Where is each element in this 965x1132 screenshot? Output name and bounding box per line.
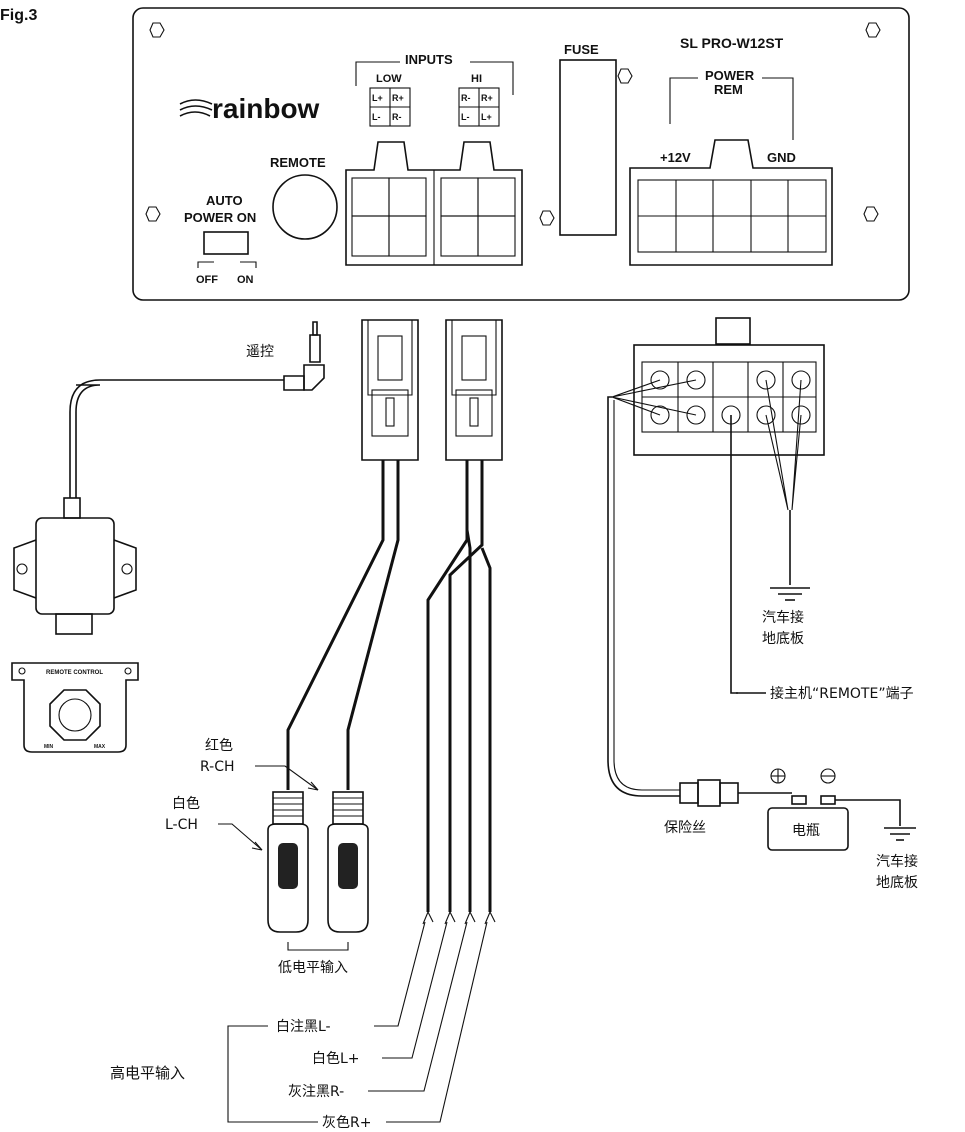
remote-jack: 遥控 [246,321,325,391]
low-pin-label: R+ [392,93,404,103]
model-name: SL PRO-W12ST [680,35,784,51]
brand-name: rainbow [212,93,320,124]
on-label: ON [237,274,254,286]
mount-hole-icon [865,22,881,38]
ground-label-bottom: 地底板 [762,631,804,647]
high-wire-label: 灰注黑R- [288,1084,344,1100]
high-wire-label: 白色L+ [312,1050,360,1067]
brand-logo: rainbow [179,93,320,124]
low-level-input-label: 低电平输入 [278,960,348,976]
hi-pin-label: R- [461,93,471,103]
mount-hole-icon [617,68,633,84]
remote-label: REMOTE [270,155,326,170]
off-label: OFF [196,274,218,286]
remote-terminal-label: 接主机“REMOTE”端子 [770,685,914,702]
hi-pin-label: L+ [481,112,492,122]
amplifier-panel: rainbow SL PRO-W12ST INPUTS LOW HI L+ R+… [132,7,910,301]
remote-control-knob-unit: REMOTE CONTROL MIN MAX [11,662,139,753]
input-connector [345,141,523,266]
low-pin-grid: L+ R+ L- R- [369,87,411,127]
battery [767,768,849,851]
remote-cable [69,379,284,498]
fuse-label: FUSE [564,42,599,57]
mount-hole-icon [539,210,555,226]
battery-ground-label-top: 汽车接 [876,853,918,870]
power-plug [633,317,825,456]
low-pin-label: L+ [372,93,383,103]
white-color-label: 白色 [172,795,200,812]
remote-control-module [13,497,137,635]
power-connector [629,139,833,266]
high-wire-label: 灰色R+ [322,1114,371,1131]
plus12v-label: +12V [660,150,691,165]
hi-label: HI [471,73,482,85]
mount-hole-icon [863,206,879,222]
inline-fuse [679,779,792,807]
mount-hole-icon [145,206,161,222]
low-label: LOW [376,73,402,85]
white-channel-label: L-CH [165,817,198,833]
high-input-plug [445,319,503,461]
remote-port-icon [272,174,338,240]
remote-min-label: MIN [44,744,54,750]
jack-label: 遥控 [246,344,274,360]
gnd-label: GND [767,150,796,165]
volume-knob-icon [49,689,101,741]
hi-pin-grid: R- R+ L- L+ [458,87,500,127]
red-channel-label: R-CH [200,759,235,775]
high-wire-label: 白注黑L- [276,1019,331,1035]
fuse-slot [559,59,617,236]
mount-hole-icon [149,22,165,38]
high-level-input-label: 高电平输入 [110,1064,185,1082]
low-input-plug [361,319,419,461]
auto-switch-icon [203,231,249,255]
rem-label: REM [714,82,743,97]
low-pin-label: R- [392,112,402,122]
low-pin-label: L- [372,112,381,122]
hi-pin-label: L- [461,112,470,122]
battery-label: 电瓶 [792,823,820,839]
hi-pin-label: R+ [481,93,493,103]
inputs-label: INPUTS [405,52,453,67]
rca-plug-right [327,791,369,933]
figure-label: Fig.3 [0,7,37,24]
power-on-label: POWER ON [184,210,256,225]
fuse-holder-label: 保险丝 [664,820,706,836]
red-color-label: 红色 [205,737,233,754]
auto-label: AUTO [206,193,243,208]
ground-label-top: 汽车接 [762,609,804,626]
power-label: POWER [705,68,755,83]
remote-max-label: MAX [94,744,106,750]
rca-plug-left [267,791,309,933]
remote-control-label: REMOTE CONTROL [46,670,103,676]
battery-ground-label-bottom: 地底板 [876,875,918,891]
